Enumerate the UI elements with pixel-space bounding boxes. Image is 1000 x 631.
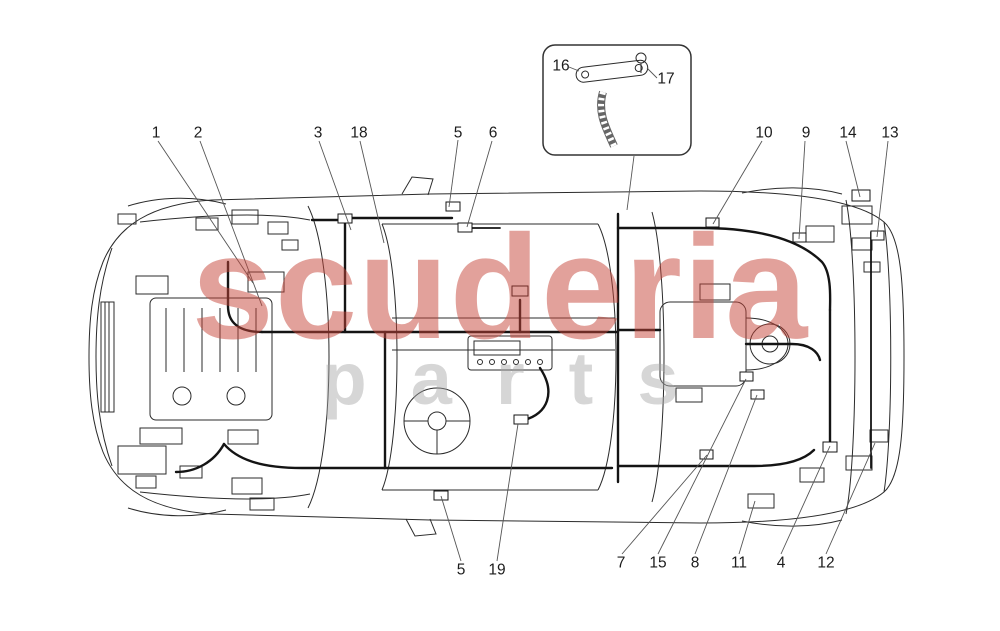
callout-11: 11 [730,554,748,572]
callout-14: 14 [839,124,857,142]
callout-19: 19 [488,561,506,579]
corrugated-hose [597,90,618,148]
callout-6: 6 [488,124,498,142]
inset-detail-box [542,44,692,156]
callout-3: 3 [313,124,323,142]
bracket-strap-part [575,59,649,83]
callout-17: 17 [657,70,675,88]
callout-leader-lines [157,66,889,562]
callout-10: 10 [755,124,773,142]
callout-7: 7 [616,554,626,572]
callout-12: 12 [817,554,835,572]
callout-13: 13 [881,124,899,142]
callout-8: 8 [690,554,700,572]
bolt-part [635,52,647,73]
callout-1: 1 [151,124,161,142]
callout-9: 9 [801,124,811,142]
callout-5-bottom: 5 [456,561,466,579]
callout-18: 18 [350,124,368,142]
car-body-outline [88,176,905,537]
wiring-harness [174,212,872,484]
callout-15: 15 [649,554,667,572]
callout-5-top: 5 [453,124,463,142]
callout-2: 2 [193,124,203,142]
callout-16: 16 [552,57,570,75]
callout-4: 4 [776,554,786,572]
